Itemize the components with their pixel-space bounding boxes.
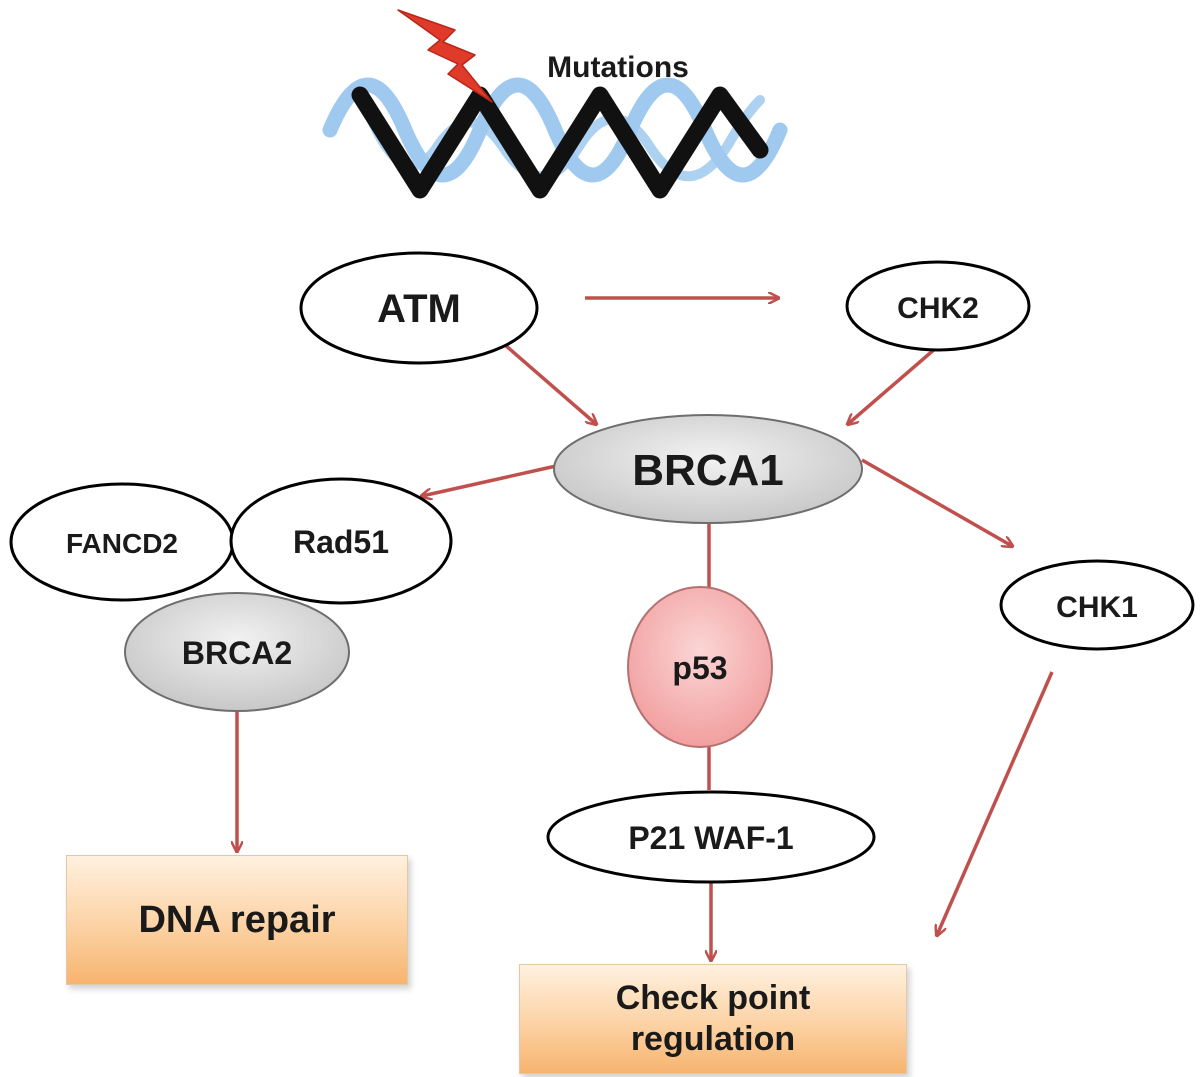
arrow-chk1-checkpoint <box>937 671 1054 935</box>
pathway-arrows <box>237 298 1054 960</box>
dna-helix-icon <box>322 77 788 199</box>
node-p53: p53 <box>627 586 773 748</box>
node-chk1: CHK1 <box>999 559 1195 651</box>
p53-label: p53 <box>672 650 727 686</box>
brca1-label: BRCA1 <box>632 446 784 495</box>
arrow-chk2-brca1 <box>848 346 938 424</box>
p21-label: P21 WAF-1 <box>628 820 793 856</box>
rad51-label: Rad51 <box>293 524 389 560</box>
node-chk2: CHK2 <box>845 260 1031 352</box>
atm-label: ATM <box>377 287 461 331</box>
node-atm: ATM <box>299 251 539 365</box>
outcome-checkpoint-regulation: Check point regulation <box>519 964 907 1074</box>
arrow-brca1-chk1 <box>861 458 1012 546</box>
chk2-label: CHK2 <box>897 292 979 325</box>
lightning-bolt-icon <box>397 9 493 103</box>
chk1-label: CHK1 <box>1056 591 1138 624</box>
mutations-label: Mutations <box>547 51 689 84</box>
arrow-brca1-rad51 <box>422 464 557 496</box>
arrow-atm-brca1 <box>503 343 596 424</box>
node-p21: P21 WAF-1 <box>546 790 876 884</box>
node-brca1: BRCA1 <box>553 414 863 524</box>
node-fancd2: FANCD2 <box>9 482 235 602</box>
node-brca2: BRCA2 <box>124 592 350 712</box>
outcome-dna-repair: DNA repair <box>66 855 408 985</box>
brca2-label: BRCA2 <box>182 635 292 671</box>
fancd2-label: FANCD2 <box>66 528 178 559</box>
node-rad51: Rad51 <box>229 477 453 605</box>
